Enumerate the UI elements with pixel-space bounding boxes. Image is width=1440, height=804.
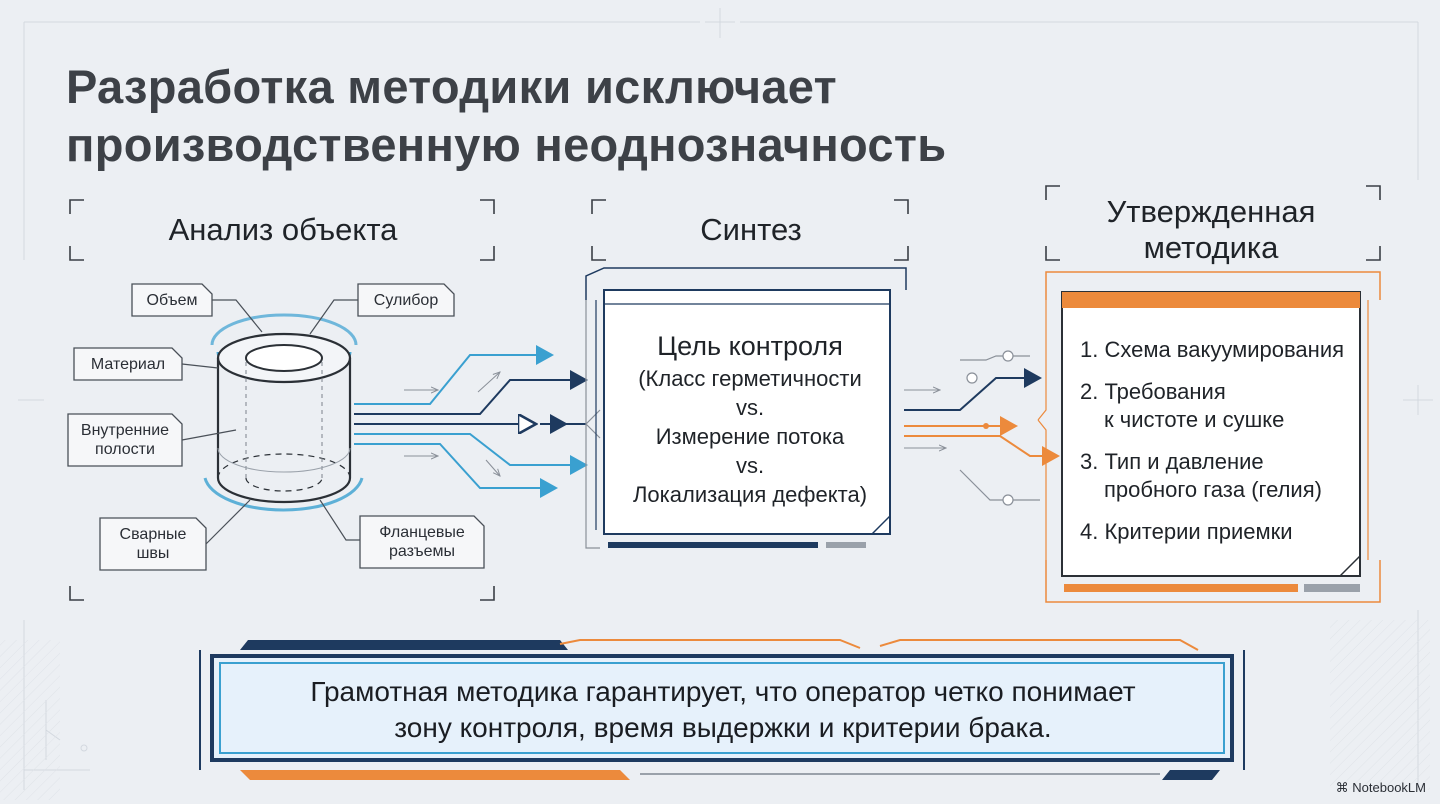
method-item: 1. Схема вакуумирования <box>1080 336 1370 364</box>
method-item-line: пробного газа (гелия) <box>1104 477 1322 502</box>
label-welds-line-2: швы <box>136 545 170 562</box>
method-document-frame <box>1037 271 1381 603</box>
synthesis-line: (Класс герметичности <box>638 366 862 391</box>
brand-label: NotebookLM <box>1352 780 1426 795</box>
synthesis-line: vs. <box>735 395 765 420</box>
synthesis-arrows <box>904 350 1060 506</box>
cylinder-object <box>203 313 364 512</box>
method-item: 4. Критерии приемки <box>1080 518 1370 546</box>
method-item: 2. Требования к чистоте и сушке <box>1080 378 1370 434</box>
page-title-line-2: производственную неоднозначность <box>66 118 947 171</box>
label-welds-line-1: Сварные <box>119 526 187 543</box>
banner-frame <box>199 639 1245 780</box>
column-title-synthesis: Синтез <box>700 212 802 247</box>
method-item-line: 4. Критерии приемки <box>1080 519 1293 544</box>
conclusion-banner: Грамотная методика гарантирует, что опер… <box>228 674 1218 746</box>
banner-line-1: Грамотная методика гарантирует, что опер… <box>310 676 1136 707</box>
leader-lines <box>181 299 360 545</box>
method-item: 3. Тип и давление пробного газа (гелия) <box>1080 448 1370 504</box>
method-list: 1. Схема вакуумирования 2. Требования к … <box>1080 336 1370 560</box>
notebook-icon: ⌘ <box>1335 780 1353 795</box>
label-flanges-line-2: разъемы <box>389 543 455 560</box>
label-flanges: Фланцевые разъемы <box>360 516 484 568</box>
synthesis-heading: Цель контроля <box>657 331 843 361</box>
label-sulibor: Сулибор <box>373 291 439 309</box>
method-item-line: к чистоте и сушке <box>1104 407 1285 432</box>
label-boxes <box>67 283 485 571</box>
synthesis-line: Измерение потока <box>655 424 845 449</box>
column-title-brackets <box>69 185 1381 601</box>
synthesis-box-frame <box>585 267 907 549</box>
column-title-approved: Утвержденная методика <box>1066 194 1356 266</box>
synthesis-box: Цель контроля (Класс герметичности vs. И… <box>610 328 890 509</box>
label-material: Материал <box>90 355 166 373</box>
synthesis-line: vs. <box>735 453 765 478</box>
label-cavities-line-2: полости <box>95 441 155 458</box>
label-cavities: Внутренние полости <box>68 414 182 466</box>
corner-hatch-left <box>0 640 60 800</box>
page-title: Разработка методики исключает производст… <box>66 58 1066 174</box>
page-title-line-1: Разработка методики исключает <box>66 60 837 113</box>
method-item-line: 3. Тип и давление <box>1080 449 1264 474</box>
method-item-line: 2. Требования <box>1080 379 1226 404</box>
column-title-approved-line-2: методика <box>1143 230 1279 265</box>
brand-watermark: ⌘ NotebookLM <box>1336 780 1426 796</box>
label-flanges-line-1: Фланцевые <box>379 524 465 541</box>
label-cavities-line-1: Внутренние <box>80 422 170 439</box>
method-item-line: 1. Схема вакуумирования <box>1080 337 1345 362</box>
banner-line-2: зону контроля, время выдержки и критерии… <box>394 712 1052 743</box>
label-volume: Объем <box>146 291 198 309</box>
analysis-arrows <box>354 345 588 498</box>
column-title-analysis: Анализ объекта <box>168 212 398 247</box>
label-welds: Сварные швы <box>100 518 206 570</box>
corner-hatch <box>1330 620 1430 790</box>
synthesis-line: Локализация дефекта) <box>632 482 868 507</box>
column-title-approved-line-1: Утвержденная <box>1106 194 1316 229</box>
